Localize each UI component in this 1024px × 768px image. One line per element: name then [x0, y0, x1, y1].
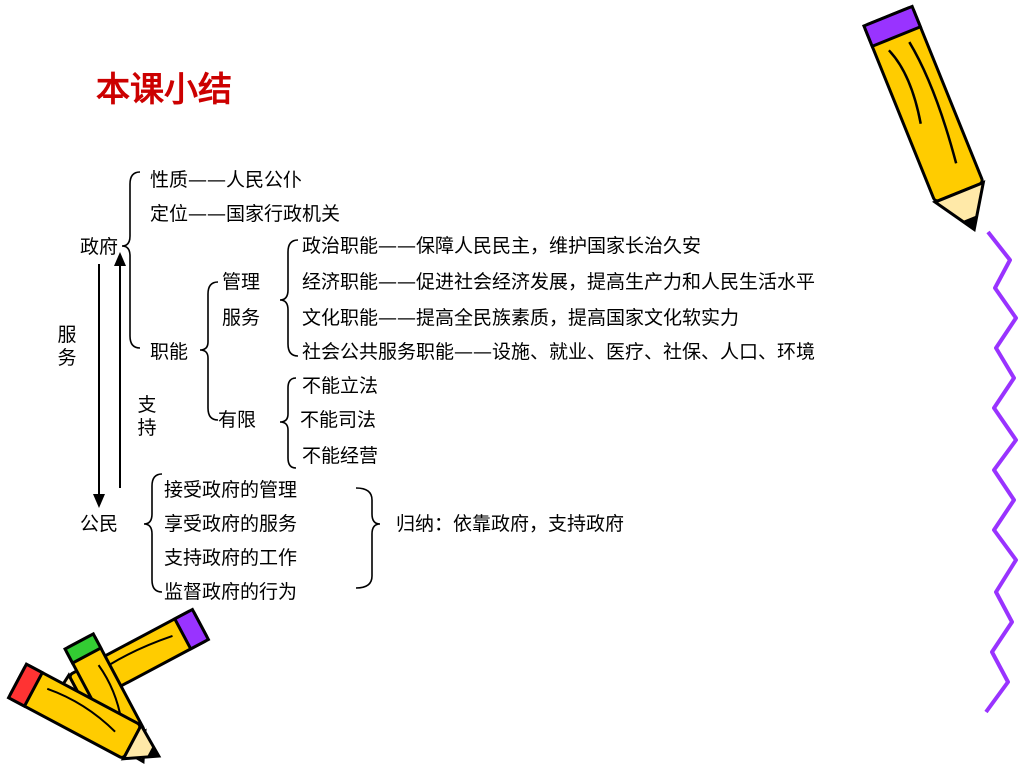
pencil-icon	[861, 4, 986, 232]
government-nature: 性质——人民公仆	[150, 169, 303, 191]
pencil-icon	[6, 662, 162, 761]
functions-brace	[199, 281, 219, 421]
support-arrow-label: 支持	[137, 394, 157, 439]
support-arrow-head	[114, 252, 126, 266]
function-political: 政治职能——保障人民民主，维护国家长治久安	[302, 235, 702, 257]
citizen-brace	[143, 473, 163, 593]
citizen-item: 接受政府的管理	[164, 479, 298, 501]
serve-arrow-label: 服务	[57, 324, 77, 369]
government-position: 定位——国家行政机关	[150, 203, 341, 225]
government-label: 政府	[80, 236, 119, 258]
serve-arrow-head	[93, 494, 105, 508]
summary-brace	[355, 487, 381, 589]
citizen-item: 监督政府的行为	[164, 581, 298, 603]
manage-label: 管理	[222, 271, 261, 293]
limits-brace	[279, 377, 297, 469]
slide-title: 本课小结	[96, 70, 232, 110]
limited-label: 有限	[218, 409, 257, 431]
limit-judiciary: 不能司法	[300, 409, 377, 431]
government-brace	[121, 171, 141, 349]
functions-label: 职能	[150, 341, 189, 363]
limit-business: 不能经营	[302, 445, 379, 467]
function-economic: 经济职能——促进社会经济发展，提高生产力和人民生活水平	[302, 271, 816, 293]
squiggle-line	[984, 230, 1018, 714]
citizen-label: 公民	[80, 513, 119, 535]
limit-legislation: 不能立法	[302, 375, 379, 397]
citizen-summary: 归纳：依靠政府，支持政府	[396, 513, 625, 535]
function-cultural: 文化职能——提高全民族素质，提高国家文化软实力	[302, 307, 740, 329]
function-public-service: 社会公共服务职能——设施、就业、医疗、社保、人口、环境	[302, 341, 816, 363]
serve-label: 服务	[222, 307, 261, 329]
citizen-item: 支持政府的工作	[164, 547, 298, 569]
citizen-item: 享受政府的服务	[164, 513, 298, 535]
four-functions-brace	[279, 239, 299, 357]
